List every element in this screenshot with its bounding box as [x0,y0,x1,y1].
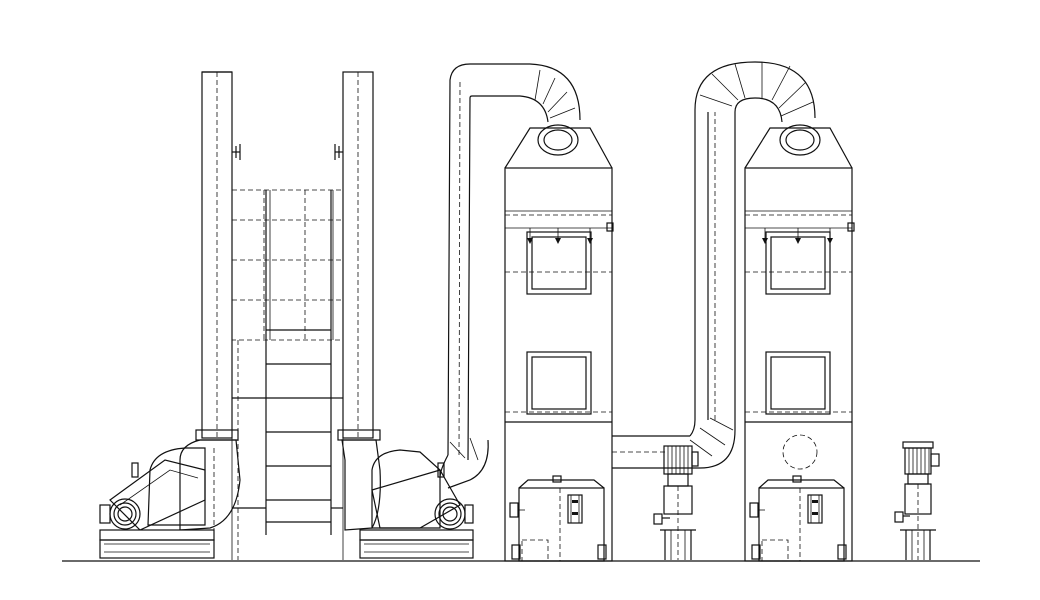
access-platform [231,189,344,560]
scrubber-tower-1 [504,124,614,562]
circulation-pump-1 [653,445,699,560]
exhaust-stack-right [334,71,381,441]
blower-fan-middle [341,439,474,559]
exhaust-stack-left [195,71,241,441]
circulation-pump-2 [894,441,940,560]
circulation-tank-1 [509,475,607,562]
ladder [232,190,343,535]
circulation-tank-2 [749,475,847,562]
duct-left [439,63,581,489]
duct-right [612,61,816,469]
blower-fan-left [99,439,241,559]
scrubber-tower-2 [744,124,855,562]
